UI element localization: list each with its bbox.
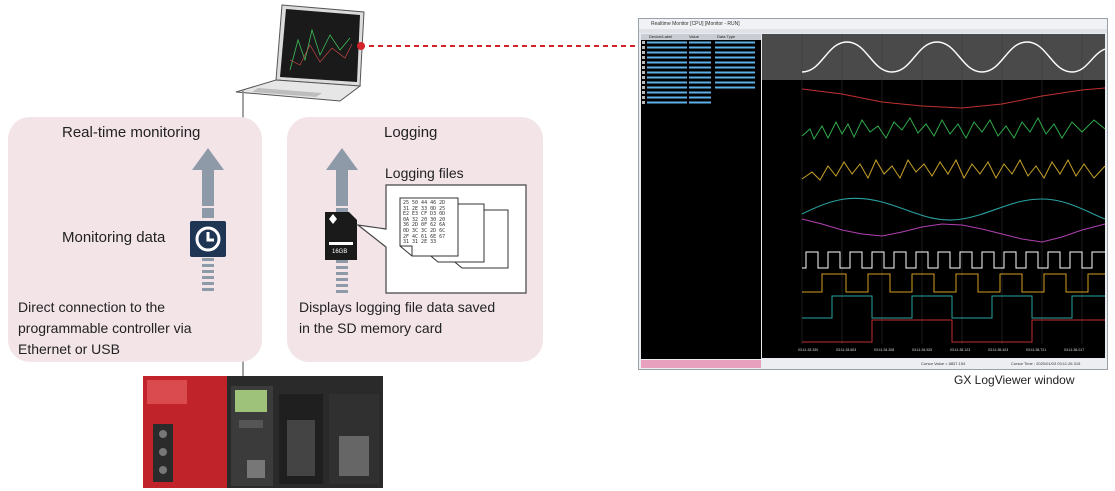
column-header-value: Value — [689, 34, 699, 39]
logging-description-line-1: Displays logging file data saved — [299, 299, 496, 315]
logging-file-line: 0D 3C 3C 2D 6C — [403, 227, 446, 234]
logging-file-line: 31 31 2E 33 — [403, 239, 437, 246]
device-list-header: Device/Label Value Data Type — [641, 34, 761, 40]
realtime-monitoring-title: Real-time monitoring — [62, 124, 201, 141]
logging-file-line: 2F 4C 61 6E 67 — [403, 233, 446, 240]
device-list-rows — [642, 41, 755, 104]
trend-graph-traces — [762, 34, 1106, 344]
time-tick-label: 03:11:33.330 — [798, 348, 819, 352]
sd-card-icon — [325, 212, 357, 260]
time-tick-label: 03:11:36.017 — [1064, 348, 1085, 352]
window-title: Realtime Monitor [CPU] [Monitor - RUN] — [639, 19, 1107, 29]
monitoring-description-line-3: Ethernet or USB — [18, 341, 120, 357]
time-axis: 03:11:33.330 03:11:33.603 03:11:34.208 0… — [798, 348, 1104, 356]
time-tick-label: 03:11:35.423 — [988, 348, 1009, 352]
time-tick-label: 03:11:34.208 — [874, 348, 895, 352]
time-tick-label: 03:11:35.123 — [950, 348, 971, 352]
monitoring-description-line-1: Direct connection to the — [18, 299, 166, 315]
logging-files-label: Logging files — [385, 165, 464, 181]
logging-file-line: 0A 32 20 30 20 — [403, 216, 446, 223]
time-tick-label: 03:11:34.925 — [912, 348, 933, 352]
window-status-bar: Cursor Value = 8837.154 Cursor Time : 20… — [639, 359, 1107, 369]
plc-controller-icon — [143, 376, 383, 488]
logging-file-line: 25 50 44 46 2D — [403, 200, 446, 206]
trend-graph-panel: 03:11:33.330 03:11:33.603 03:11:34.208 0… — [762, 34, 1106, 358]
logging-description-line-2: in the SD memory card — [299, 320, 443, 336]
sd-card-capacity: 16GB — [332, 249, 348, 255]
window-menu-bar — [639, 29, 1107, 33]
column-header-device: Device/Label — [649, 34, 673, 39]
device-list-panel: Device/Label Value Data Type — [641, 34, 761, 367]
logviewer-window: Realtime Monitor [CPU] [Monitor - RUN] D… — [638, 18, 1108, 370]
logviewer-caption: GX LogViewer window — [954, 373, 1075, 387]
clock-icon — [190, 221, 226, 257]
monitoring-data-label: Monitoring data — [62, 229, 166, 246]
status-cursor-value: Cursor Value = 8837.154 — [921, 361, 966, 366]
logging-file-line: 31 2E 33 0D 25 — [403, 205, 446, 212]
column-header-type: Data Type — [717, 34, 736, 39]
logging-file-line: 36 2D 0F 62 6A — [403, 222, 446, 229]
time-tick-label: 03:11:35.721 — [1026, 348, 1047, 352]
status-progress-bar — [641, 360, 761, 368]
status-cursor-time: Cursor Time : 2020/01/03 03:11:26.315 — [1011, 361, 1081, 366]
logging-file-line: E2 E3 CF D3 0D — [403, 211, 446, 218]
logging-file-content: 25 50 44 46 2D 31 2E 33 0D 25 E2 E3 CF D… — [403, 200, 455, 246]
logging-title: Logging — [384, 124, 438, 141]
time-tick-label: 03:11:33.603 — [836, 348, 857, 352]
monitoring-description-line-2: programmable controller via — [18, 320, 192, 336]
document-pages-icon — [399, 197, 509, 269]
